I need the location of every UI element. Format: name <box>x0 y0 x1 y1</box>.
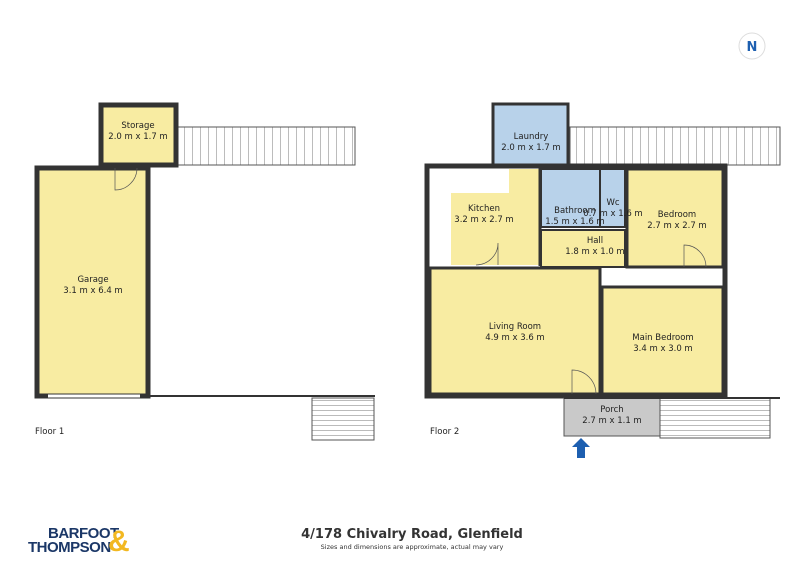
door-kitchen <box>475 242 499 266</box>
logo-line-2: THOMPSON <box>28 539 111 556</box>
room-kitchen <box>451 193 539 265</box>
stairs-floor2-bottom <box>659 397 771 439</box>
stairs-floor1-bottom <box>311 397 375 441</box>
room-hall <box>540 229 626 268</box>
room-wc <box>599 168 626 228</box>
floor-1-label: Floor 1 <box>35 427 65 437</box>
brand-logo: BARFOOT THOMPSON & <box>28 525 130 558</box>
logo-ampersand: & <box>108 525 130 558</box>
room-kitchen-upper <box>509 169 539 194</box>
room-main-bedroom <box>600 285 725 396</box>
floor-2-label: Floor 2 <box>430 427 460 437</box>
door-living <box>571 369 597 395</box>
door-storage <box>114 167 138 191</box>
svg-text:N: N <box>747 40 758 55</box>
disclaimer: Sizes and dimensions are approximate, ac… <box>320 543 504 551</box>
room-bedroom <box>625 167 725 269</box>
room-laundry <box>491 102 570 167</box>
room-garage <box>34 165 151 399</box>
north-compass-icon: N <box>738 32 766 60</box>
stairs-floor2-top <box>569 126 781 166</box>
address-title: 4/178 Chivalry Road, Glenfield <box>301 527 523 542</box>
stairs-floor1-top <box>177 126 356 166</box>
entry-arrow-icon <box>572 438 590 458</box>
door-bedroom <box>683 244 707 268</box>
room-storage <box>98 102 179 168</box>
logo-line-1: BARFOOT <box>48 525 119 542</box>
